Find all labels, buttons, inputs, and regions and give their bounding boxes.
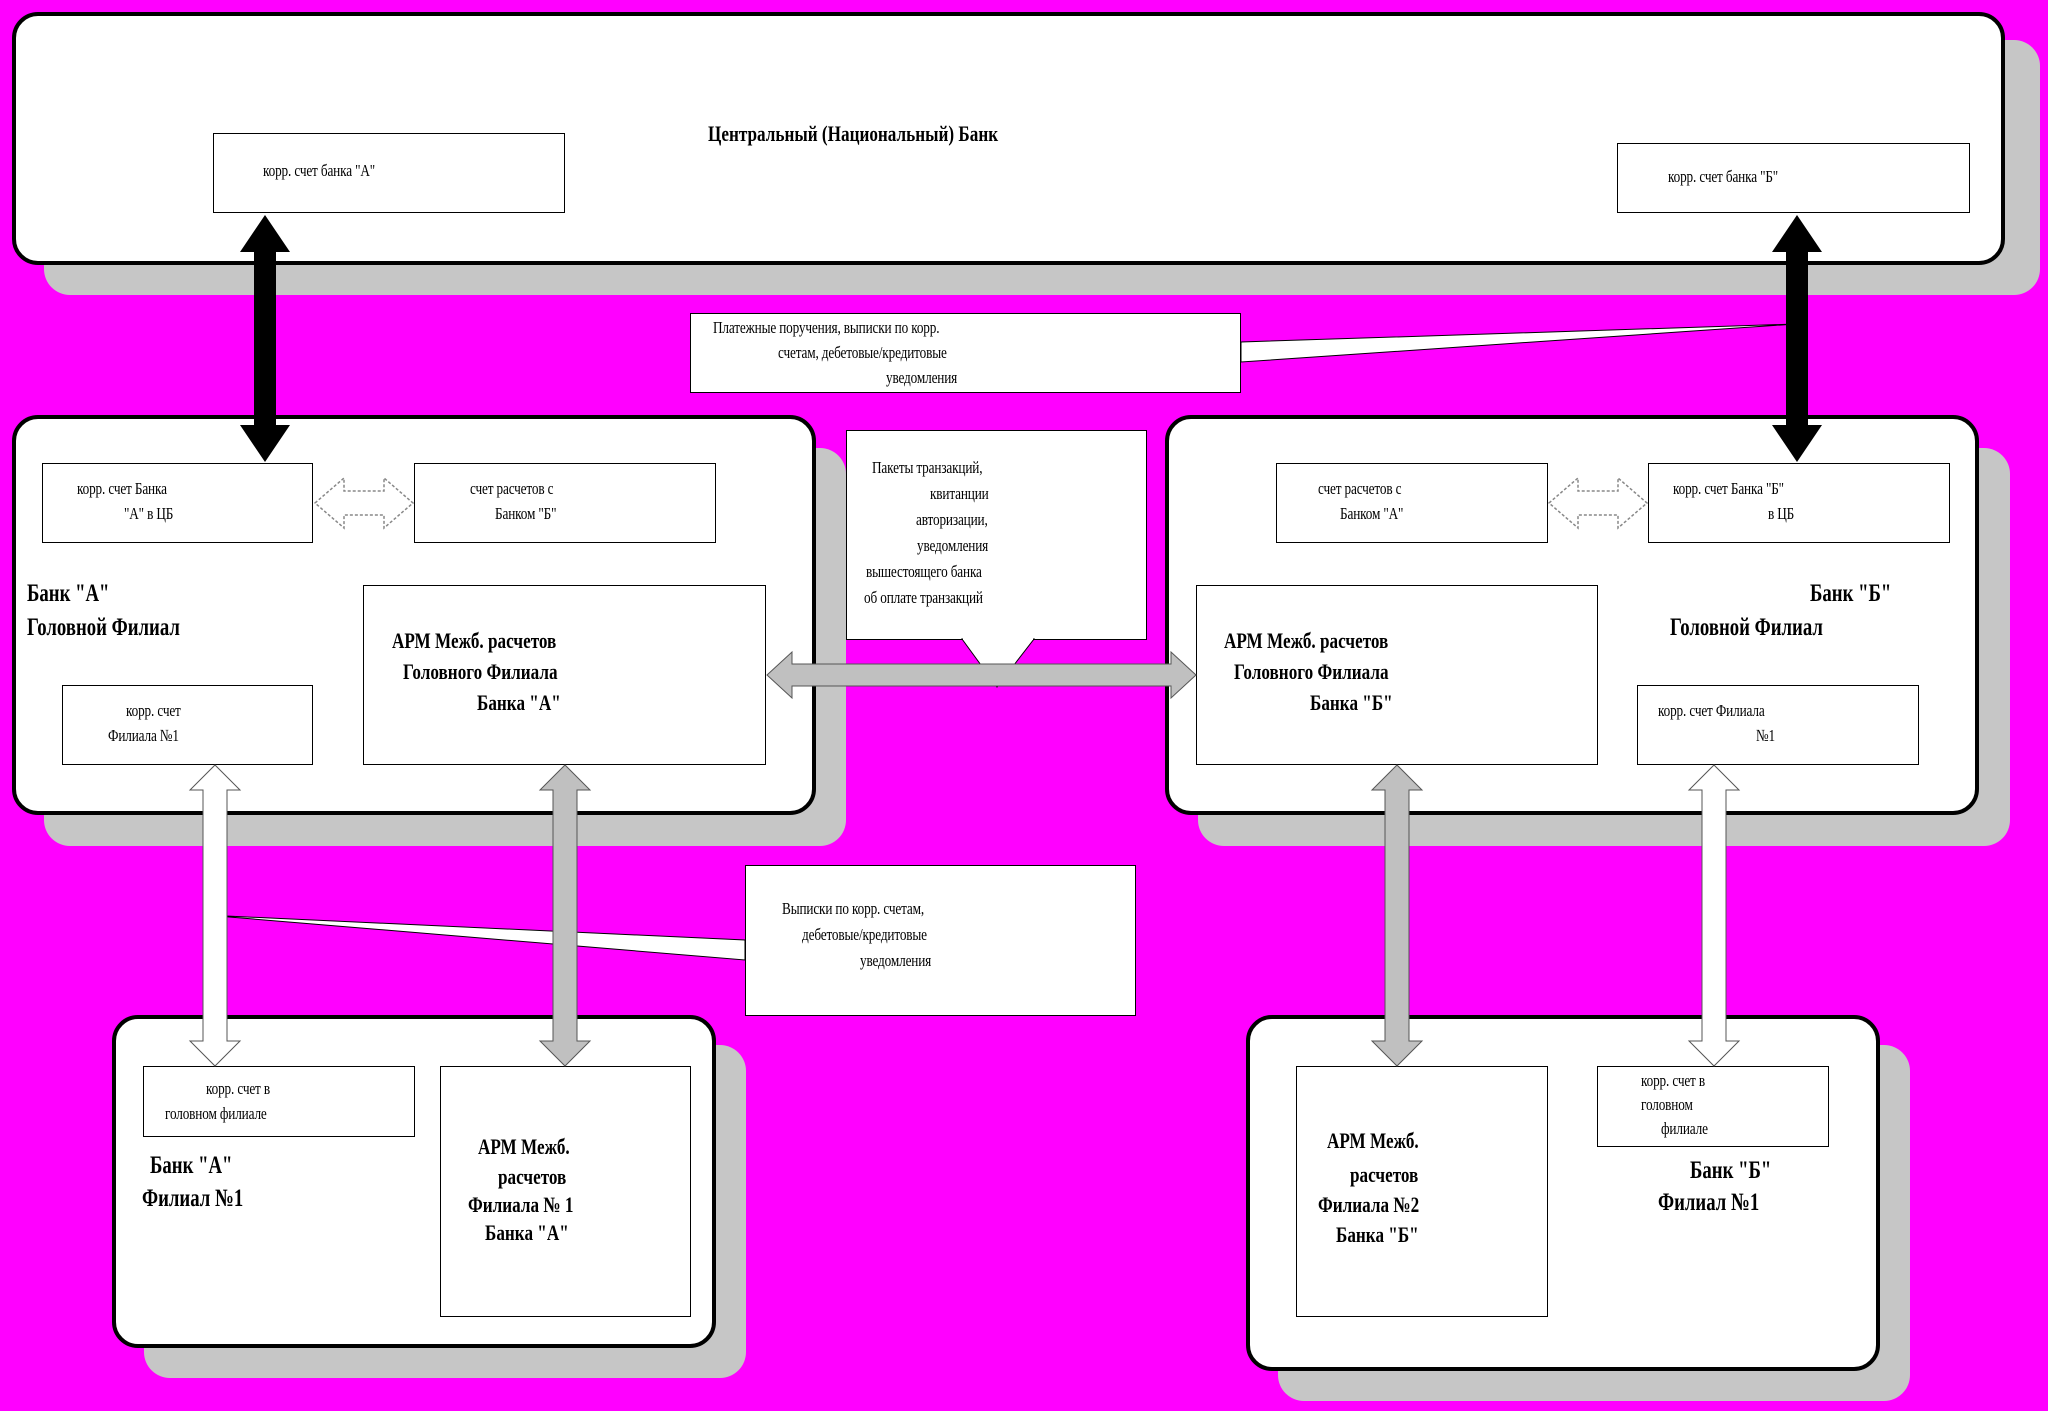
note-bottom-callout-tail (204, 914, 746, 961)
bank-b-branch-acct-arrow (1687, 764, 1741, 1067)
bank-b-branch-label1: Банк "Б" (1690, 1157, 1772, 1184)
bank-a-arm-line2: Головного Филиала (403, 659, 558, 684)
note-top-callout-tail (1240, 323, 1797, 363)
bank-b-cb-arrow (1772, 215, 1822, 462)
bank-a-settle-line2: Банком "Б" (495, 504, 557, 523)
central-acct-a-label: корр. счет банка "А" (263, 161, 376, 180)
bank-b-branch-acct-line2: №1 (1756, 726, 1775, 745)
note-bottom-line2: дебетовые/кредитовые (802, 925, 927, 944)
note-bottom-line1: Выписки по корр. счетам, (782, 899, 924, 918)
bank-a-branch-label2: Филиал №1 (142, 1185, 244, 1212)
central-acct-a-box (213, 133, 565, 213)
note-bottom-box (745, 865, 1136, 1016)
bank-b-corr-cb-line2: в ЦБ (1768, 504, 1795, 523)
note-top-line2: счетам, дебетовые/кредитовые (778, 343, 947, 362)
bank-a-cb-arrow (240, 215, 290, 462)
bank-b-branch-label2: Филиал №1 (1658, 1189, 1760, 1216)
bank-b-branch-arm-line4: Банка "Б" (1336, 1222, 1419, 1247)
bank-b-branch-arm-box (1296, 1066, 1548, 1317)
note-bottom-line3: уведомления (860, 951, 932, 970)
bank-a-arm-branch-arrow (538, 764, 592, 1067)
bank-b-settle-line2: Банком "А" (1340, 504, 1404, 523)
bank-b-corr-cb-line1: корр. счет Банка "Б" (1673, 479, 1784, 498)
bank-a-branch-arm-line1: АРМ Межб. (478, 1134, 570, 1159)
bank-a-arm-line3: Банка "А" (477, 690, 561, 715)
note-center-tail-mask (963, 637, 1033, 640)
bank-a-branch-acct-box (62, 685, 313, 765)
bank-b-branch-acct-box (1637, 685, 1919, 765)
bank-b-account-link-arrow (1547, 476, 1649, 530)
bank-b-branch-acct-in-head-line2: головном (1641, 1095, 1693, 1114)
bank-b-settle-box (1276, 463, 1548, 543)
bank-b-branch-arm-line2: расчетов (1350, 1162, 1419, 1187)
bank-a-corr-cb-line1: корр. счет Банка (77, 479, 167, 498)
note-center-line5: вышестоящего банка (866, 562, 982, 581)
bank-b-arm-line2: Головного Филиала (1234, 659, 1389, 684)
bank-b-branch-acct-in-head-line3: филиале (1661, 1119, 1708, 1138)
central-acct-b-box (1617, 143, 1970, 213)
bank-b-arm-branch-arrow (1370, 764, 1424, 1067)
bank-b-branch-arm-line3: Филиала №2 (1318, 1192, 1420, 1217)
central-bank-title: Центральный (Национальный) Банк (708, 121, 999, 146)
note-top-box (690, 313, 1241, 393)
bank-b-corr-cb-box (1648, 463, 1950, 543)
bank-b-branch-acct-line1: корр. счет Филиала (1658, 701, 1765, 720)
note-center-line4: уведомления (917, 536, 989, 555)
note-center-line2: квитанции (930, 484, 989, 503)
bank-b-arm-line1: АРМ Межб. расчетов (1224, 628, 1389, 653)
note-center-box (846, 430, 1147, 640)
bank-a-settle-box (414, 463, 716, 543)
note-center-line3: авторизации, (916, 510, 988, 529)
bank-a-branch-arm-line3: Филиала № 1 (468, 1192, 574, 1217)
bank-b-branch-acct-in-head-line1: корр. счет в (1641, 1071, 1705, 1090)
bank-b-head-label1: Банк "Б" (1810, 580, 1892, 607)
bank-b-arm-line3: Банка "Б" (1310, 690, 1393, 715)
bank-a-branch-acct-line2: Филиала №1 (108, 726, 179, 745)
bank-a-head-label2: Головной Филиал (27, 614, 180, 641)
bank-a-branch-arm-line4: Банка "А" (485, 1220, 569, 1245)
bank-a-head-label1: Банк "А" (27, 580, 110, 607)
bank-b-head-label2: Головной Филиал (1670, 614, 1823, 641)
bank-a-branch-acct-in-head-line1: корр. счет в (206, 1079, 270, 1098)
note-center-line6: об оплате транзакций (864, 588, 983, 607)
note-top-line1: Платежные поручения, выписки по корр. (713, 318, 940, 337)
bank-a-corr-cb-box (42, 463, 313, 543)
bank-a-arm-box (363, 585, 766, 765)
bank-b-branch-acct-in-head-box (1597, 1066, 1829, 1147)
bank-a-branch-acct-arrow (188, 764, 242, 1067)
central-acct-b-label: корр. счет банка "Б" (1668, 167, 1779, 186)
bank-a-branch-arm-line2: расчетов (498, 1164, 567, 1189)
bank-a-settle-line1: счет расчетов с (470, 479, 554, 498)
note-center-line1: Пакеты транзакций, (872, 458, 983, 477)
bank-a-branch-acct-in-head-line2: головном филиале (165, 1104, 267, 1123)
bank-a-branch-label1: Банк "А" (150, 1152, 233, 1179)
interbank-arm-arrow (766, 650, 1197, 700)
bank-a-account-link-arrow (313, 476, 415, 530)
bank-a-branch-acct-line1: корр. счет (126, 701, 181, 720)
bank-b-settle-line1: счет расчетов с (1318, 479, 1402, 498)
bank-b-arm-box (1196, 585, 1598, 765)
bank-a-branch-acct-in-head-box (143, 1066, 415, 1137)
bank-a-corr-cb-line2: "А" в ЦБ (124, 504, 174, 523)
note-top-line3: уведомления (886, 368, 958, 387)
bank-a-branch-arm-box (440, 1066, 691, 1317)
bank-b-branch-arm-line1: АРМ Межб. (1327, 1128, 1419, 1153)
bank-a-arm-line1: АРМ Межб. расчетов (392, 628, 557, 653)
